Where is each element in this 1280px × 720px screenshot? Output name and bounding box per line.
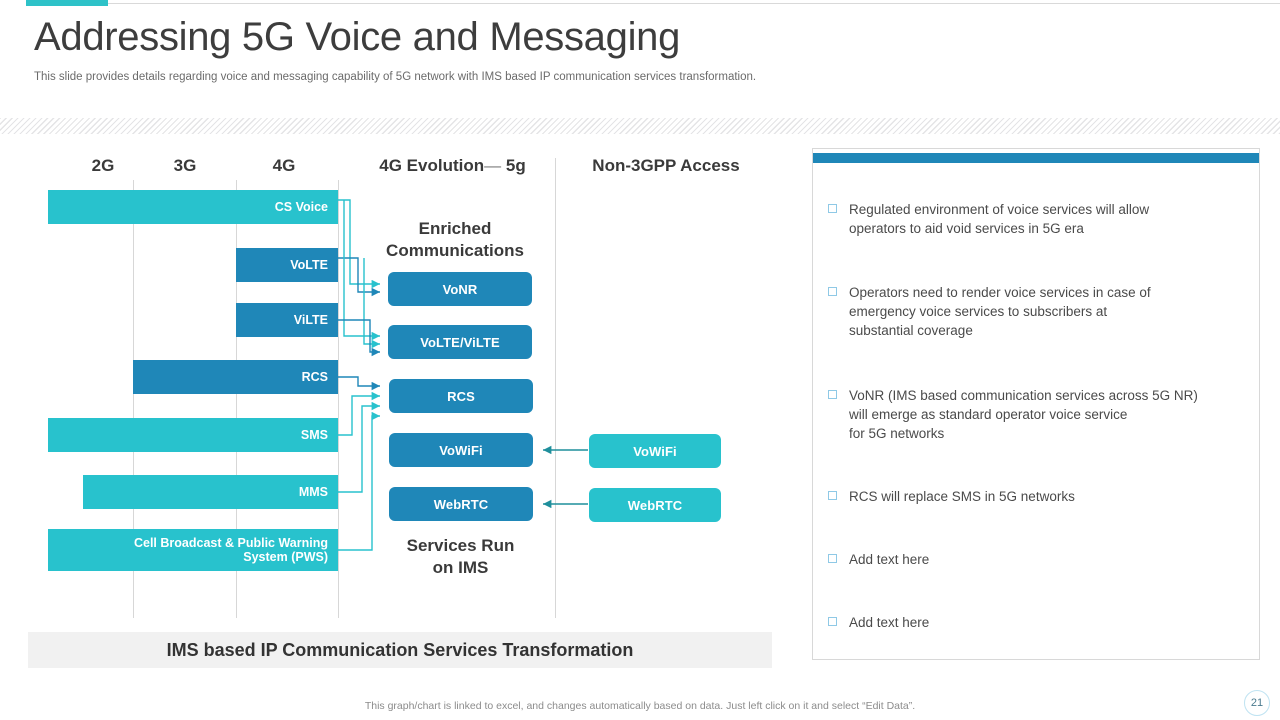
bullet-square-icon [828,204,837,213]
legacy-bar-sms-label: SMS [300,427,328,442]
evolution-arrow-icon: — [484,156,502,175]
note-item-3-text: VoNR (IMS based communication services a… [849,388,1198,442]
note-item-2[interactable]: Operators need to render voice services … [828,283,1238,340]
notes-list: Regulated environment of voice services … [812,190,1260,655]
page-number-badge: 21 [1244,690,1270,716]
ims-pill-vonr: VoNR [388,272,532,306]
bullet-square-icon [828,617,837,626]
column-header-4g-evolution: 4G Evolution— 5g [350,156,555,176]
note-item-2-text: Operators need to render voice services … [849,285,1151,339]
top-accent-bar [26,0,108,6]
group-label-enriched-communications: Enriched Communications [360,218,550,262]
grid-line-3g-4g [236,180,237,618]
note-item-1-text: Regulated environment of voice services … [849,202,1150,237]
grid-line-2g-3g [133,180,134,618]
legacy-bar-rcs-label: RCS [301,369,328,384]
note-item-4[interactable]: RCS will replace SMS in 5G networks [828,487,1238,506]
ims-transformation-banner-label: IMS based IP Communication Services Tran… [166,639,634,660]
legacy-bar-cs-voice-label: CS Voice [274,199,328,214]
column-header-5g-label: 5g [505,156,526,175]
page-title: Addressing 5G Voice and Messaging [34,15,681,59]
non3gpp-pill-webrtc: WebRTC [589,488,721,522]
ims-pill-volte-vilte: VoLTE/ViLTE [388,325,532,359]
legacy-bar-volte-label: VoLTE [290,257,328,272]
bullet-square-icon [828,287,837,296]
note-item-5-text: Add text here [849,552,930,567]
column-header-4g-evolution-label: 4G Evolution [379,156,485,175]
ims-pill-vowifi: VoWiFi [389,433,533,467]
non3gpp-pill-vowifi-label: VoWiFi [633,443,677,459]
grid-line-evo-non3gpp [555,158,556,618]
ims-transformation-banner: IMS based IP Communication Services Tran… [28,632,772,668]
ims-pill-webrtc: WebRTC [389,487,533,521]
ims-pill-volte-vilte-label: VoLTE/ViLTE [420,334,500,350]
column-header-2g: 2G [91,156,115,175]
legacy-bar-mms-label: MMS [298,484,328,499]
top-accent-rule [108,3,1280,4]
footer-note: This graph/chart is linked to excel, and… [364,700,916,712]
hatched-divider [0,118,1280,134]
legacy-bar-cell-broadcast-pws-label: Cell Broadcast & Public Warning System (… [133,535,328,564]
legacy-bar-volte: VoLTE [236,248,338,282]
note-item-6-text: Add text here [849,615,930,630]
non3gpp-pill-vowifi: VoWiFi [589,434,721,468]
column-header-4g: 4G [272,156,296,175]
note-item-1[interactable]: Regulated environment of voice services … [828,200,1238,238]
group-label-services-run-on-ims-text: Services Run on IMS [406,536,515,577]
group-label-services-run-on-ims: Services Run on IMS [373,535,548,579]
column-header-non-3gpp: Non-3GPP Access [592,156,740,175]
legacy-bar-rcs: RCS [133,360,338,394]
page-subtitle: This slide provides details regarding vo… [34,71,757,83]
note-item-3[interactable]: VoNR (IMS based communication services a… [828,386,1256,443]
note-item-5[interactable]: Add text here [828,550,1238,569]
notes-panel-accent-bar [813,153,1259,163]
note-item-4-text: RCS will replace SMS in 5G networks [849,489,1075,504]
ims-pill-webrtc-label: WebRTC [433,496,489,512]
legacy-bar-cs-voice: CS Voice [48,190,338,224]
note-item-6[interactable]: Add text here [828,613,1238,632]
connector-arrows [338,199,588,551]
bullet-square-icon [828,390,837,399]
group-label-enriched-communications-text: Enriched Communications [386,219,524,260]
grid-line-4g-evo [338,180,339,618]
bullet-square-icon [828,554,837,563]
bullet-square-icon [828,491,837,500]
non3gpp-pill-webrtc-label: WebRTC [627,497,683,513]
ims-pill-vowifi-label: VoWiFi [439,442,483,458]
column-header-3g: 3G [173,156,197,175]
ims-pill-rcs: RCS [389,379,533,413]
legacy-bar-mms: MMS [83,475,338,509]
legacy-bar-vilte: ViLTE [236,303,338,337]
ims-pill-vonr-label: VoNR [442,281,478,297]
legacy-bar-cell-broadcast-pws: Cell Broadcast & Public Warning System (… [48,529,338,571]
ims-pill-rcs-label: RCS [447,388,475,404]
voice-messaging-diagram: 2G 3G 4G 4G Evolution— 5g Non-3GPP Acces… [28,148,776,626]
notes-panel [812,148,1260,660]
legacy-bar-sms: SMS [48,418,338,452]
legacy-bar-vilte-label: ViLTE [293,312,328,327]
